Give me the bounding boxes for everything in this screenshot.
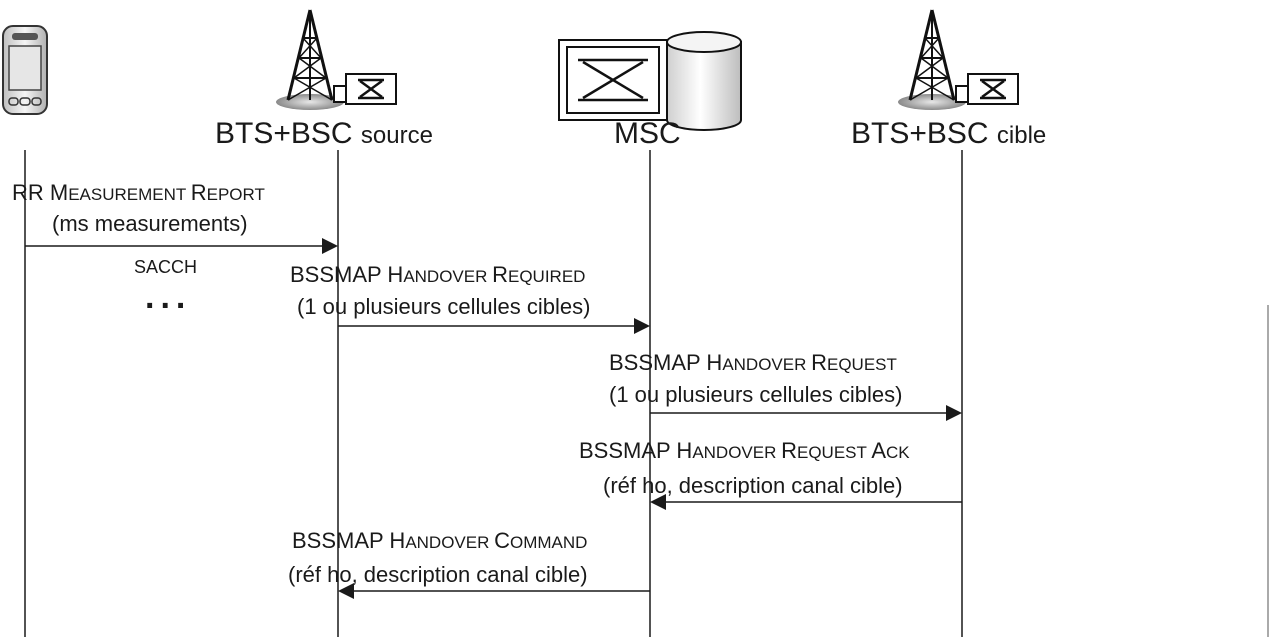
message-text: H [387,262,404,287]
message-label: BSSMAP HANDOVER COMMAND [292,528,587,556]
message-text: EQUEST [797,443,872,462]
message-text: ANDOVER [722,355,812,374]
message-text: R [811,350,827,375]
message-text: A [871,438,887,463]
message-label: BSSMAP HANDOVER REQUEST ACK [579,438,910,466]
message-label: BSSMAP HANDOVER REQUEST [609,350,897,378]
message-arrow [25,238,338,254]
message-params: (réf ho, description canal cible) [603,473,903,498]
message-arrow [338,583,650,599]
ellipsis: ... [145,278,192,316]
entity-name: BTS+BSC [851,117,989,150]
message-arrow [650,494,962,510]
msc-icon [558,31,742,131]
entity-name: BTS+BSC [215,117,353,150]
message-text: EQUIRED [508,267,586,286]
message-params: (1 ou plusieurs cellules cibles) [609,382,903,407]
message-text: OMMAND [510,533,588,552]
message-text: H [706,350,723,375]
message-text: R [492,262,508,287]
message-prefix: BSSMAP [609,350,707,375]
message-prefix: BSSMAP [292,528,390,553]
message-label: BSSMAP HANDOVER REQUIRED [290,262,585,290]
bts-bsc-icon [898,9,1019,110]
message-prefix: RR [12,180,50,205]
message-text: ANDOVER [403,267,493,286]
message-params: (ms measurements) [52,211,248,236]
message-arrow [338,318,650,334]
message-prefix: BSSMAP [290,262,388,287]
message-text: EPORT [206,185,265,204]
entity-label-msc: MSC [614,117,681,151]
message-text: H [389,528,406,553]
mobile-phone-icon [2,25,48,115]
message-text: ANDOVER [692,443,782,462]
bts-bsc-icon [276,9,397,110]
message-prefix: BSSMAP [579,438,677,463]
entity-role: source [360,122,433,149]
message-arrow [650,405,962,421]
message-text: EQUEST [827,355,897,374]
message-text: R [781,438,797,463]
entity-role: cible [996,122,1047,149]
message-label: RR MEASUREMENT REPORT [12,180,265,208]
channel-label: SACCH [134,257,198,277]
message-text: R [190,180,207,205]
message-text: H [676,438,693,463]
entity-label-bts-target: BTS+BSC cible [851,117,1046,151]
message-params: (1 ou plusieurs cellules cibles) [297,294,591,319]
message-text: C [494,528,510,553]
message-text: EASUREMENT [68,185,191,204]
message-text: M [49,180,69,205]
message-text: ANDOVER [405,533,495,552]
message-params: (réf ho, description canal cible) [288,562,588,587]
message-text: CK [886,443,910,462]
entity-label-bts-source: BTS+BSC source [215,117,433,151]
entity-name: MSC [614,117,681,150]
